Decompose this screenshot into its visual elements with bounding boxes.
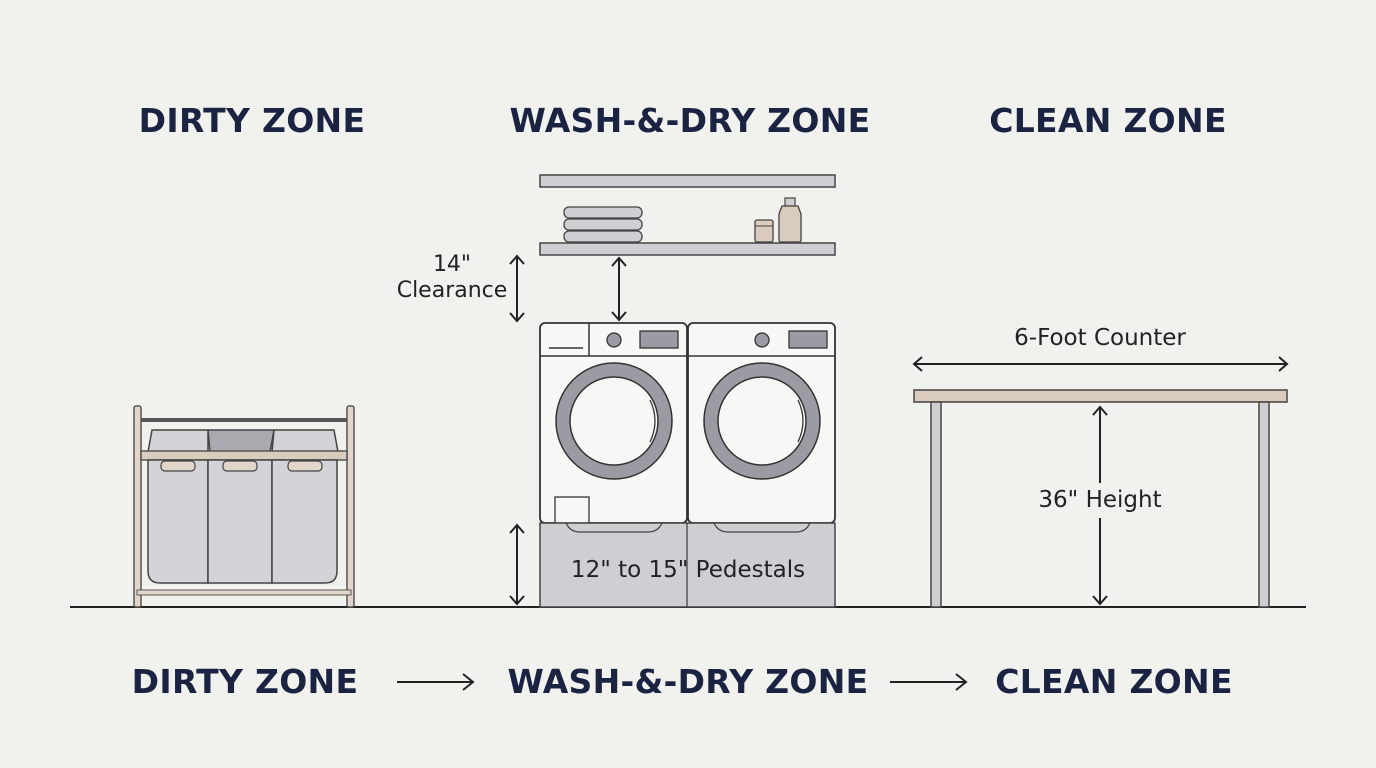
counter-table-icon <box>913 389 1288 608</box>
counter-height-label: 36" Height <box>1038 487 1162 513</box>
flow-arrow-1 <box>397 673 475 691</box>
top-heading-dirty-zone: DIRTY ZONE <box>138 101 366 140</box>
pedestals-label: 12" to 15" Pedestals <box>570 557 806 583</box>
washer-icon <box>539 322 688 524</box>
clearance-arrow-left <box>509 254 525 323</box>
counter-width-arrow <box>912 356 1289 372</box>
detergent-bottle-icon <box>778 197 802 243</box>
bottom-heading-clean-zone: CLEAN ZONE <box>995 662 1233 701</box>
lower-shelf <box>539 242 836 256</box>
bottom-heading-dirty-zone: DIRTY ZONE <box>131 662 359 701</box>
counter-height-arrow <box>1092 405 1108 606</box>
clearance-word-label: Clearance <box>396 278 508 303</box>
pedestals-icon <box>539 522 836 608</box>
detergent-cup-icon <box>754 219 774 243</box>
top-heading-clean-zone: CLEAN ZONE <box>989 101 1227 140</box>
counter-width-label: 6-Foot Counter <box>1014 325 1186 351</box>
dryer-icon <box>687 322 836 524</box>
clearance-arrow-center <box>611 256 627 322</box>
bottom-heading-wash-dry-zone: WASH-&-DRY ZONE <box>507 662 869 701</box>
folded-towels-icon <box>563 206 643 243</box>
upper-shelf <box>539 174 836 188</box>
flow-arrow-2 <box>890 673 968 691</box>
top-heading-wash-dry-zone: WASH-&-DRY ZONE <box>509 101 871 140</box>
clearance-value-label: 14" <box>432 252 472 277</box>
laundry-sorter-icon <box>133 405 355 608</box>
pedestal-height-arrow <box>509 523 525 606</box>
